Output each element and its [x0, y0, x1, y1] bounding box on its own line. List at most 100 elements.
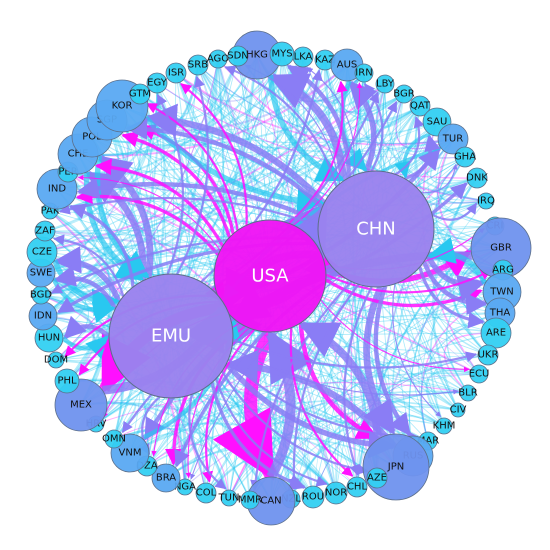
node-circle [47, 351, 65, 369]
node-cze[interactable]: CZE [26, 236, 58, 268]
edge-emu-tun [188, 394, 227, 490]
node-tun[interactable]: TUN [218, 489, 240, 507]
node-lby[interactable]: LBY [375, 74, 395, 94]
node-ukr[interactable]: UKR [478, 344, 499, 366]
node-label: ISR [168, 68, 184, 79]
edge-kor-chn [143, 115, 325, 215]
node-civ[interactable]: CIV [450, 402, 467, 418]
node-ago[interactable]: AGO [207, 49, 229, 69]
edge-chn-khm [392, 283, 442, 417]
node-dom[interactable]: DOM [44, 351, 68, 369]
node-emu[interactable]: EMU [108, 273, 234, 399]
node-label: EMU [151, 326, 191, 347]
node-label: HUN [38, 333, 60, 344]
node-bra[interactable]: BRA [151, 463, 181, 493]
node-isr[interactable]: ISR [165, 62, 187, 84]
edge-usa-nga [185, 327, 250, 479]
node-omn[interactable]: OMN [102, 429, 126, 449]
node-jpn[interactable]: JPN [362, 433, 430, 501]
node-label: TWN [489, 287, 513, 298]
node-srb[interactable]: SRB [187, 54, 209, 76]
node-blr[interactable]: BLR [458, 384, 478, 402]
node-ecu[interactable]: ECU [469, 364, 490, 384]
node-zaf[interactable]: ZAF [34, 220, 56, 242]
node-egy[interactable]: EGY [146, 72, 168, 94]
edge-usa-sgp [121, 131, 232, 238]
node-are[interactable]: ARE [480, 317, 512, 349]
node-col[interactable]: COL [195, 482, 217, 504]
node-label: MAR [417, 436, 439, 447]
node-label: PER [58, 167, 77, 178]
edge-usa-per [78, 174, 221, 251]
node-kaz[interactable]: KAZ [314, 49, 336, 71]
node-label: ECU [469, 369, 490, 380]
node-label: CHL [347, 482, 368, 493]
node-bgr[interactable]: BGR [393, 84, 415, 104]
edge-emu-zaf [53, 234, 125, 297]
node-label: NOR [325, 488, 347, 499]
node-rou[interactable]: ROU [301, 485, 325, 509]
node-circle [292, 46, 314, 68]
edge-chn-kor [143, 103, 327, 206]
edge-chn-irq [431, 202, 478, 221]
node-irq[interactable]: IRQ [477, 192, 495, 210]
node-chl[interactable]: CHL [346, 476, 368, 498]
background-edge [375, 83, 421, 129]
node-label: COL [196, 488, 217, 499]
node-usa[interactable]: USA [213, 219, 327, 333]
node-label: POL [82, 132, 102, 143]
edge-rus-emu [225, 349, 398, 450]
node-label: EGY [147, 78, 168, 89]
node-label: LBY [376, 79, 395, 90]
node-circle [354, 63, 374, 83]
node-chn[interactable]: CHN [317, 170, 435, 288]
node-circle [104, 429, 124, 449]
node-khm[interactable]: KHM [433, 417, 456, 435]
background-edge [55, 83, 386, 361]
node-label: SRB [188, 60, 208, 71]
node-label: AZE [367, 473, 387, 484]
node-label: IRQ [477, 196, 495, 207]
node-gtm[interactable]: GTM [129, 83, 151, 105]
node-tur[interactable]: TUR [437, 123, 469, 155]
background-edge [146, 54, 259, 467]
node-phl[interactable]: PHL [54, 368, 80, 394]
node-label: JPN [387, 462, 404, 473]
node-label: MYS [271, 49, 292, 60]
node-irn[interactable]: IRN [354, 63, 374, 83]
node-label: VNM [119, 448, 142, 459]
node-circle [240, 490, 260, 510]
node-label: MEX [70, 400, 92, 411]
node-label: ROU [302, 492, 324, 503]
edge-chn-jpn [362, 285, 396, 435]
node-label: SDN [227, 51, 249, 62]
node-idn[interactable]: IDN [28, 301, 58, 331]
background-edge [418, 200, 487, 442]
edge-emu-egy [156, 94, 185, 275]
node-circle [34, 220, 56, 242]
node-label: OMN [102, 434, 126, 445]
node-dnk[interactable]: DNK [466, 167, 488, 189]
node-lka[interactable]: LKA [292, 46, 314, 68]
edge-chn-gha [421, 163, 458, 194]
node-nor[interactable]: NOR [324, 481, 348, 505]
edge-chn-tha [421, 260, 489, 316]
node-sdn[interactable]: SDN [227, 45, 249, 67]
node-mmr[interactable]: MMR [238, 490, 262, 510]
edge-chn-irn [363, 83, 384, 172]
node-label: BGD [30, 290, 52, 301]
node-label: TUR [442, 134, 463, 145]
edge-chn-mys [286, 64, 351, 178]
node-aze[interactable]: AZE [366, 467, 388, 489]
node-circle [195, 482, 217, 504]
node-gha[interactable]: GHA [454, 146, 476, 168]
background-edge [77, 53, 283, 156]
node-label: SAU [427, 117, 448, 128]
node-circle [108, 273, 234, 399]
edge-chn-rus [373, 285, 412, 437]
node-qat[interactable]: QAT [409, 95, 431, 117]
node-mys[interactable]: MYS [269, 41, 295, 67]
node-bgd[interactable]: BGD [30, 285, 52, 305]
background-edge [433, 367, 480, 411]
